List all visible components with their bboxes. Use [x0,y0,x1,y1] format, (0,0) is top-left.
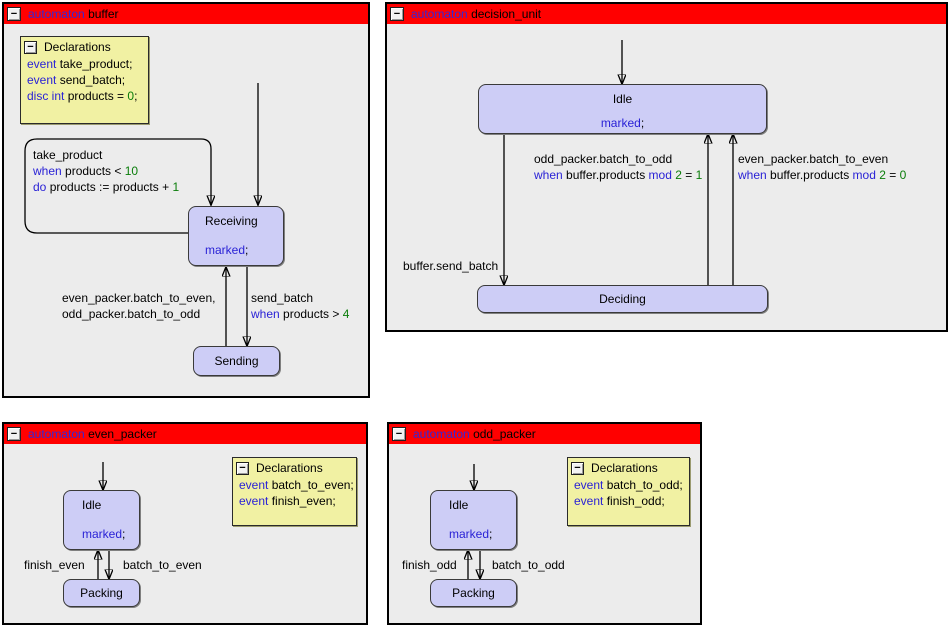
state-deciding[interactable]: Deciding [477,285,768,313]
edge-label-finish-even[interactable]: finish_even [24,558,85,572]
automaton-header: − automaton buffer [4,4,368,24]
declarations-title: Declarations [44,40,111,54]
edge-label-finish-odd[interactable]: finish_odd [402,558,457,572]
collapse-button[interactable]: − [7,7,21,21]
edge-label-take-product[interactable]: take_product when products < 10 do produ… [33,148,180,194]
declarations-box: − Declarations event batch_to_odd; event… [567,457,690,526]
state-sending[interactable]: Sending [193,346,280,376]
panel-even-packer: − automaton even_packer − Declarations e… [2,422,368,625]
collapse-button[interactable]: − [392,427,406,441]
automaton-name: even_packer [88,427,157,441]
transition-wires[interactable] [389,444,700,623]
automaton-title: automaton odd_packer [413,427,536,441]
declaration-line: event finish_odd; [574,494,665,508]
declarations-collapse-button[interactable]: − [24,40,37,54]
state-idle[interactable]: Idle marked; [63,490,140,550]
state-idle[interactable]: Idle marked; [478,84,767,134]
collapse-button[interactable]: − [7,427,21,441]
automaton-keyword: automaton [413,427,470,441]
declaration-line: event take_product; [27,57,133,71]
state-packing[interactable]: Packing [63,579,140,607]
transition-self-loop[interactable] [24,138,211,234]
panel-odd-packer: − automaton odd_packer − Declarations ev… [387,422,702,625]
edge-label-batch-to-even[interactable]: even_packer.batch_to_even when buffer.pr… [738,152,907,182]
panel-decision-unit: − automaton decision_unit Idle marked; o… [385,2,948,332]
automaton-title: automaton even_packer [28,427,157,441]
edge-label-batch-events[interactable]: even_packer.batch_to_even, odd_packer.ba… [62,291,216,321]
declaration-line: event batch_to_odd; [574,478,683,492]
automaton-name: odd_packer [473,427,536,441]
state-receiving[interactable]: Receiving marked; [188,206,284,266]
transition-wires[interactable] [4,24,368,396]
panel-buffer: − automaton buffer − Declarations event … [2,2,370,398]
edge-label-batch-to-odd[interactable]: batch_to_odd [492,558,565,572]
edge-label-batch-to-even[interactable]: batch_to_even [123,558,202,572]
automaton-header: − automaton decision_unit [387,4,946,24]
declaration-line: event finish_even; [239,494,336,508]
edge-label-buffer-send-batch[interactable]: buffer.send_batch [403,259,499,273]
state-packing[interactable]: Packing [430,579,517,607]
declarations-collapse-button[interactable]: − [571,461,584,475]
automaton-name: buffer [88,7,119,21]
edge-label-send-batch[interactable]: send_batch when products > 4 [251,291,350,321]
transition-wires[interactable] [4,444,366,623]
automaton-keyword: automaton [28,427,85,441]
declarations-collapse-button[interactable]: − [236,461,249,475]
transition-wires[interactable] [387,24,946,330]
declaration-line: event send_batch; [27,73,126,87]
automaton-name: decision_unit [471,7,542,21]
declarations-box: − Declarations event batch_to_even; even… [232,457,357,526]
declarations-title: Declarations [256,461,323,475]
automaton-title: automaton buffer [28,7,119,21]
declarations-box: − Declarations event take_product; event… [20,36,149,124]
automaton-header: − automaton odd_packer [389,424,700,444]
automaton-title: automaton decision_unit [411,7,541,21]
state-idle[interactable]: Idle marked; [430,490,517,550]
automaton-keyword: automaton [28,7,85,21]
declaration-line: disc int products = 0; [27,89,138,103]
declarations-title: Declarations [591,461,658,475]
automaton-keyword: automaton [411,7,468,21]
collapse-button[interactable]: − [390,7,404,21]
edge-label-batch-to-odd[interactable]: odd_packer.batch_to_odd when buffer.prod… [534,152,703,182]
declaration-line: event batch_to_even; [239,478,354,492]
automaton-header: − automaton even_packer [4,424,366,444]
